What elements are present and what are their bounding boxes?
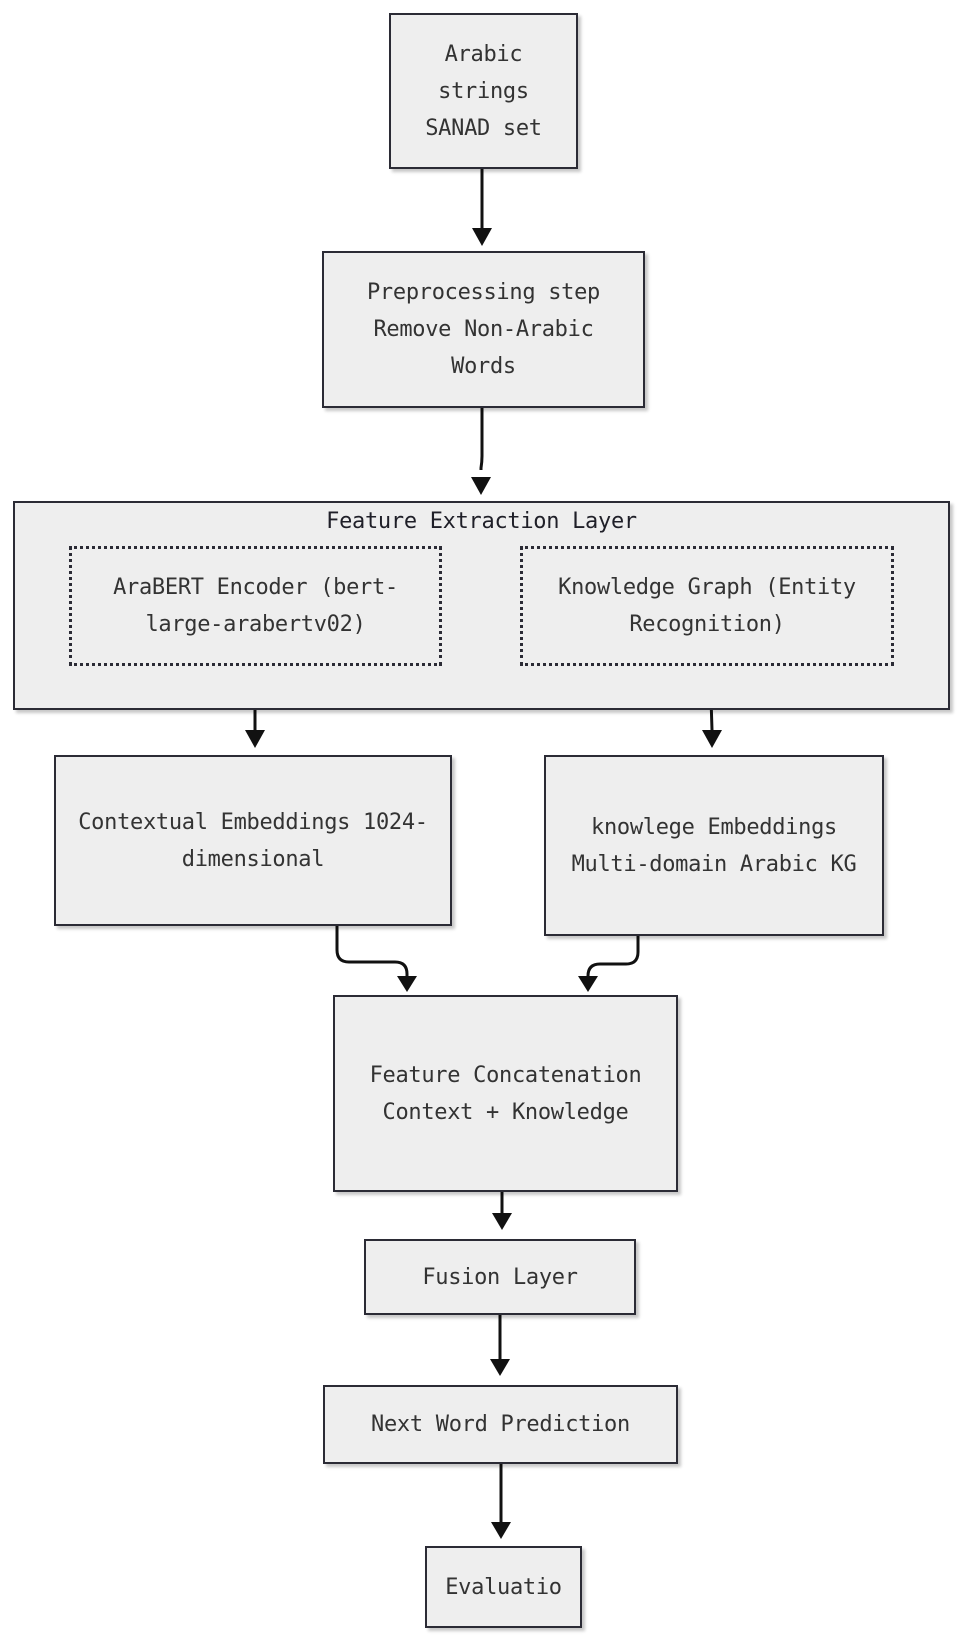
node-arabert-encoder-label: AraBERT Encoder (bert- large-arabertv02) [113, 575, 398, 637]
node-evaluation: Evaluatio [425, 1546, 582, 1628]
edge-preprocessing-to-feature-extraction [471, 408, 491, 495]
node-input-label: Arabic strings SANAD set [425, 41, 542, 141]
edge-knowledge-embeddings-to-concat [578, 935, 640, 992]
node-next-word-prediction: Next Word Prediction [323, 1385, 678, 1464]
node-knowledge-graph-label: Knowledge Graph (Entity Recognition) [558, 575, 856, 637]
node-contextual-embeddings-label: Contextual Embeddings 1024- dimensional [78, 809, 428, 872]
edge-fusion-to-prediction [490, 1314, 510, 1376]
node-next-word-prediction-label: Next Word Prediction [371, 1412, 630, 1437]
edge-prediction-to-evaluation [491, 1463, 511, 1539]
edge-input-to-preprocessing [472, 169, 492, 246]
edge-contextual-to-concat [335, 924, 417, 992]
node-arabert-encoder: AraBERT Encoder (bert- large-arabertv02) [69, 546, 442, 666]
node-knowledge-embeddings: knowlege Embeddings Multi-domain Arabic … [544, 755, 884, 936]
node-contextual-embeddings: Contextual Embeddings 1024- dimensional [54, 755, 452, 926]
edge-concat-to-fusion [492, 1192, 512, 1230]
node-feature-concatenation: Feature Concatenation Context + Knowledg… [333, 995, 678, 1192]
node-fusion-layer-label: Fusion Layer [422, 1264, 578, 1290]
node-preprocessing-label: Preprocessing step Remove Non-Arabic Wor… [366, 280, 600, 379]
node-input: Arabic strings SANAD set [389, 13, 578, 169]
node-knowledge-embeddings-label: knowlege Embeddings Multi-domain Arabic … [571, 814, 857, 877]
cluster-title: Feature Extraction Layer [326, 509, 637, 534]
node-feature-concatenation-label: Feature Concatenation Context + Knowledg… [369, 1062, 642, 1125]
node-preprocessing: Preprocessing step Remove Non-Arabic Wor… [322, 251, 645, 408]
node-evaluation-label: Evaluatio [445, 1574, 562, 1600]
node-knowledge-graph: Knowledge Graph (Entity Recognition) [520, 546, 894, 666]
node-fusion-layer: Fusion Layer [364, 1239, 636, 1315]
